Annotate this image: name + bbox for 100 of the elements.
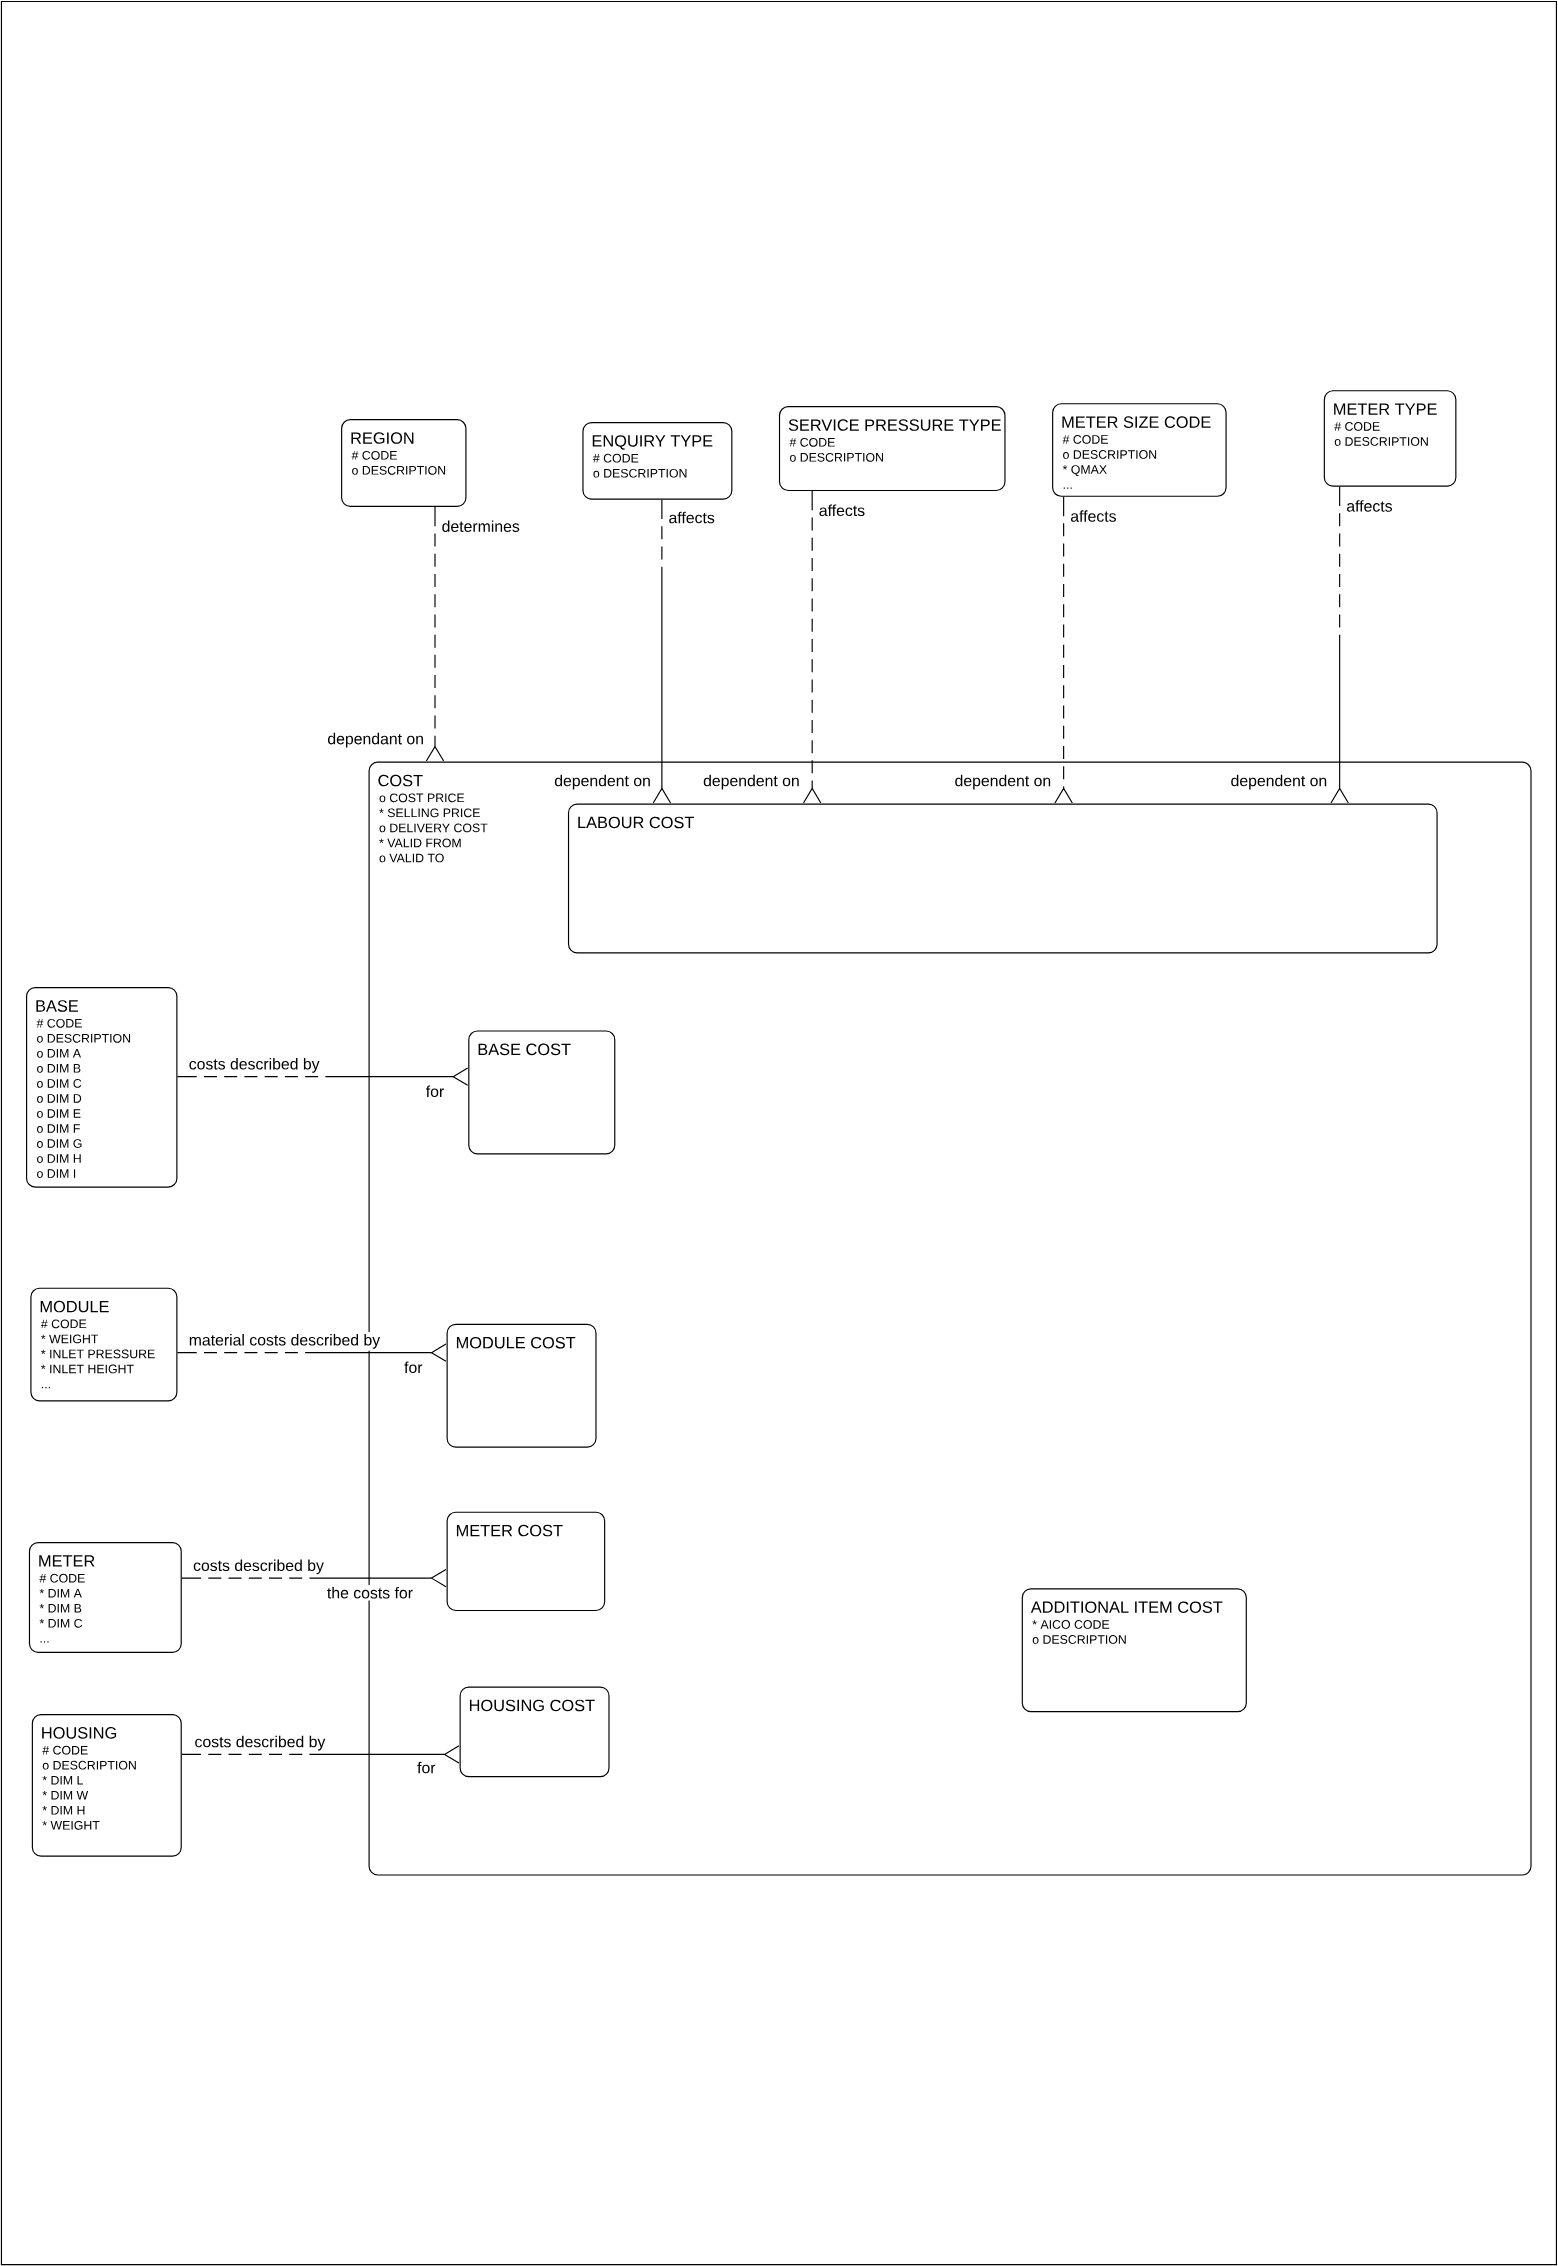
attribute: o DIM G	[37, 1139, 82, 1148]
entity-name: METER	[39, 1555, 95, 1567]
attribute: # CODE	[1334, 422, 1380, 431]
edge-label: affects	[816, 502, 868, 518]
entity-name: HOUSING COST	[470, 1699, 595, 1712]
attribute: o DESCRIPTION	[37, 1033, 131, 1043]
edge-label: costs described by	[192, 1733, 328, 1753]
entity-box	[26, 987, 178, 1188]
entity-box	[779, 406, 1006, 492]
attribute: # CODE	[593, 453, 639, 463]
edge-label: costs described by	[191, 1557, 326, 1577]
entity-name: COST	[378, 774, 423, 787]
attribute: # CODE	[39, 1573, 85, 1583]
entity-name: LABOUR COST	[578, 816, 695, 829]
attribute: # CODE	[42, 1745, 88, 1755]
edge-label: affects	[666, 509, 717, 526]
entity-box	[1021, 1588, 1247, 1713]
entity-box	[1323, 390, 1457, 487]
attribute: * INLET HEIGHT	[41, 1364, 134, 1374]
entity-box	[30, 1287, 178, 1402]
edge-label: material costs described by	[186, 1332, 383, 1351]
attribute: # CODE	[36, 1018, 82, 1028]
attribute: o DIM A	[37, 1049, 82, 1058]
role-label: for	[415, 1759, 438, 1776]
relationship-line	[181, 1745, 460, 1764]
attribute: * DIM A	[39, 1589, 82, 1598]
attribute: ...	[42, 1386, 51, 1389]
attribute: o DESCRIPTION	[1032, 1635, 1126, 1644]
entity-name: METER SIZE CODE	[1062, 416, 1211, 428]
entity-box	[446, 1323, 597, 1448]
entity-name: MODULE COST	[457, 1336, 576, 1349]
attribute: o DESCRIPTION	[593, 468, 687, 478]
role-label: dependent on	[552, 772, 653, 792]
entity-box	[341, 419, 467, 507]
entity-name: REGION	[351, 432, 414, 444]
attribute: * WEIGHT	[41, 1334, 99, 1344]
edge-label: affects	[1344, 498, 1395, 514]
entity-name: METER COST	[457, 1524, 563, 1537]
entity-box	[468, 1030, 616, 1155]
attribute: * VALID FROM	[379, 838, 461, 848]
entity-box	[568, 803, 1438, 954]
entity-box	[1052, 403, 1227, 497]
relationship-line	[652, 499, 672, 804]
attribute: o DESCRIPTION	[42, 1760, 136, 1770]
attribute: # CODE	[40, 1319, 87, 1329]
entity-name: HOUSING	[42, 1727, 117, 1739]
attribute: * DIM C	[39, 1618, 83, 1628]
entity-name: ADDITIONAL ITEM COST	[1030, 1601, 1223, 1613]
attribute: o DELIVERY COST	[379, 823, 488, 833]
attribute: # CODE	[351, 450, 397, 460]
relationship-line	[181, 1568, 447, 1588]
role-label: the costs for	[325, 1585, 415, 1601]
attribute: * QMAX	[1062, 465, 1107, 477]
role-label: for	[402, 1359, 425, 1375]
attribute: # CODE	[1062, 435, 1108, 444]
relationship-line	[1054, 496, 1073, 804]
attribute: * DIM W	[42, 1791, 89, 1800]
role-label: dependent on	[701, 772, 802, 792]
attribute: * WEIGHT	[42, 1820, 100, 1830]
attribute: ...	[1063, 487, 1072, 489]
role-label: dependent on	[1228, 772, 1330, 792]
entity-name: SERVICE PRESSURE TYPE	[788, 419, 1001, 431]
attribute: o DIM C	[37, 1079, 82, 1088]
role-label: dependant on	[325, 730, 426, 750]
attribute: o COST PRICE	[379, 793, 465, 803]
attribute: o DESCRIPTION	[790, 453, 884, 462]
edge-label: costs described by	[186, 1056, 322, 1075]
entity-name: BASE COST	[478, 1043, 571, 1056]
attribute: * INLET PRESSURE	[41, 1349, 155, 1359]
attribute: * DIM B	[39, 1604, 82, 1613]
role-label: for	[423, 1083, 447, 1099]
entity-name: MODULE	[40, 1300, 109, 1313]
entity-box	[459, 1686, 610, 1778]
attribute: o DIM B	[37, 1064, 81, 1073]
entity-name: METER TYPE	[1334, 403, 1437, 415]
attribute: o DIM F	[37, 1124, 80, 1133]
attribute: o DIM E	[37, 1109, 81, 1118]
entity-box	[31, 1713, 182, 1857]
relationship-line	[425, 506, 445, 762]
attribute: o VALID TO	[379, 853, 444, 863]
attribute: * DIM H	[42, 1806, 85, 1815]
attribute: o DESCRIPTION	[1334, 437, 1428, 446]
attribute: * AICO CODE	[1032, 1620, 1110, 1629]
attribute: * SELLING PRICE	[379, 808, 480, 818]
entity-name: BASE	[36, 1000, 79, 1012]
role-label: dependent on	[952, 772, 1054, 792]
relationship-line	[803, 490, 822, 804]
entity-name: ENQUIRY TYPE	[592, 435, 713, 450]
relationship-line	[1330, 486, 1349, 804]
edge-label: determines	[439, 518, 522, 534]
attribute: * DIM L	[42, 1776, 84, 1785]
edge-label: affects	[1068, 508, 1119, 524]
entity-box	[446, 1511, 606, 1612]
attribute: o DIM D	[37, 1094, 82, 1103]
relationship-line	[176, 1343, 447, 1362]
attribute: ...	[40, 1641, 49, 1643]
attribute: o DIM H	[37, 1154, 81, 1163]
attribute: o DESCRIPTION	[1063, 450, 1157, 459]
attribute: # CODE	[789, 437, 835, 447]
attribute: o DESCRIPTION	[352, 466, 446, 475]
